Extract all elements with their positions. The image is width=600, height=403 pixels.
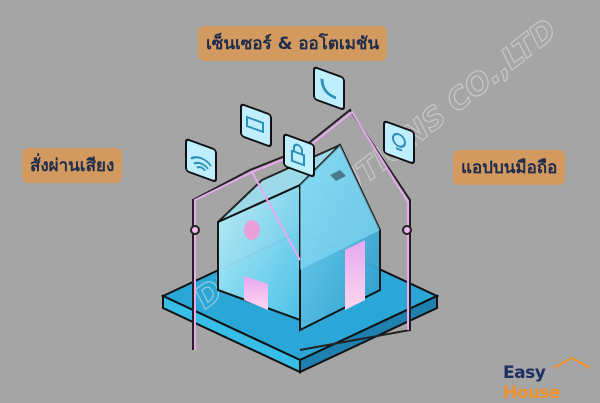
logo-easy: Easy: [503, 363, 546, 383]
lightbulb-icon: [383, 120, 415, 164]
phone-icon: [313, 66, 345, 110]
mobile-app-label: แอปบนมือถือ: [453, 150, 566, 185]
wires: [190, 108, 412, 351]
easy-house-logo: Easy House: [503, 363, 600, 403]
lock-icon: [283, 133, 315, 177]
sensors-automation-label: เซ็นเซอร์ & ออโตเมชัน: [198, 26, 388, 61]
house-roof-icon: [553, 356, 591, 369]
battery-icon: [240, 103, 272, 147]
wifi-icon: [185, 138, 217, 182]
logo-house: House: [503, 383, 561, 403]
house: [217, 143, 381, 332]
voice-command-label: สั่งผ่านเสียง: [22, 148, 123, 183]
